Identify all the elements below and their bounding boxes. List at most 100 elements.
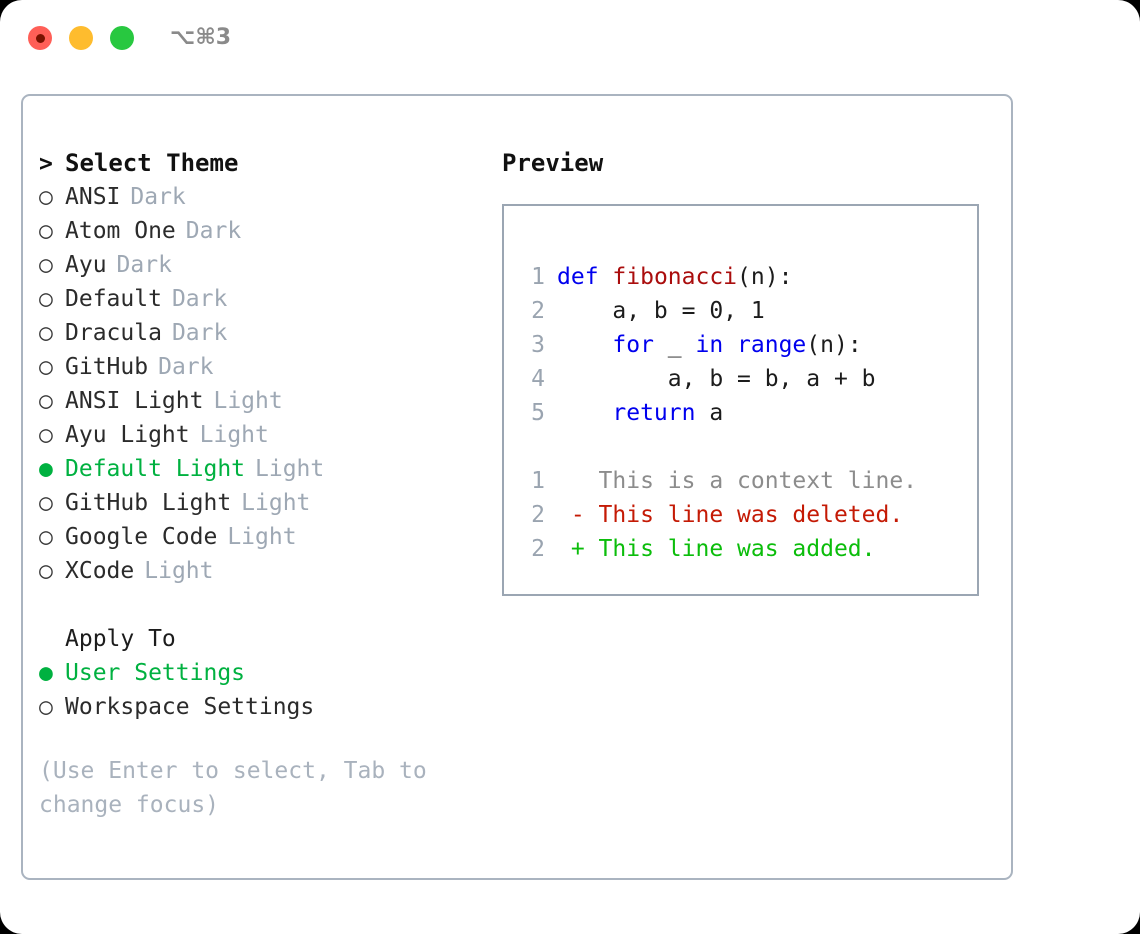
code-token: a, b = b, a + b — [557, 366, 876, 392]
theme-variant-tag: Light — [227, 524, 297, 550]
apply-to-label: User Settings — [65, 660, 246, 686]
theme-name: Dracula — [65, 320, 162, 346]
apply-to-list: ● User Settings ○ Workspace Settings — [39, 656, 487, 724]
theme-variant-tag: Light — [255, 456, 325, 482]
code-token: a — [695, 400, 724, 426]
theme-variant-tag: Dark — [171, 320, 228, 346]
code-token — [723, 332, 737, 358]
maximize-button[interactable] — [110, 26, 134, 50]
radio-unselected-icon: ○ — [39, 354, 53, 380]
code-line: 3 for _ in range(n): — [519, 328, 969, 362]
apply-to-item[interactable]: ● User Settings — [39, 656, 487, 690]
theme-picker-title: Select Theme — [65, 149, 239, 177]
code-token: for — [612, 332, 654, 358]
code-line-number: 5 — [531, 400, 545, 426]
code-line: 4 a, b = b, a + b — [519, 362, 969, 396]
theme-variant-tag: Light — [213, 388, 283, 414]
apply-to-label: Workspace Settings — [65, 694, 315, 720]
radio-unselected-icon: ○ — [39, 184, 53, 210]
code-line-text: def fibonacci(n): — [557, 260, 792, 294]
code-token: return — [612, 400, 696, 426]
hint-spacer — [39, 724, 487, 754]
radio-selected-icon: ● — [39, 660, 53, 686]
code-token — [557, 400, 612, 426]
diff-spacer — [519, 430, 969, 464]
theme-name: Default — [65, 286, 162, 312]
theme-picker-header: > Select Theme — [39, 146, 487, 180]
diff-line-text: + This line was added. — [557, 536, 876, 562]
radio-unselected-icon: ○ — [39, 388, 53, 414]
diff-line-text: - This line was deleted. — [557, 502, 904, 528]
code-token — [599, 264, 613, 290]
code-line: 2 a, b = 0, 1 — [519, 294, 969, 328]
minimize-button[interactable] — [69, 26, 93, 50]
list-spacer — [39, 588, 487, 622]
theme-variant-tag: Light — [144, 558, 214, 584]
radio-unselected-icon: ○ — [39, 286, 53, 312]
apply-to-title: Apply To — [65, 626, 176, 652]
radio-unselected-icon: ○ — [39, 218, 53, 244]
code-line: 1 def fibonacci(n): — [519, 260, 969, 294]
code-line-text: for _ in range(n): — [557, 328, 862, 362]
close-button[interactable] — [28, 26, 52, 50]
theme-variant-tag: Dark — [185, 218, 242, 244]
code-line-number: 4 — [531, 366, 545, 392]
diff-line: 2 - This line was deleted. — [519, 498, 969, 532]
diff-line: 1 This is a context line. — [519, 464, 969, 498]
code-line-text: a, b = b, a + b — [557, 362, 876, 396]
radio-unselected-icon: ○ — [39, 490, 53, 516]
theme-list-item[interactable]: ○ Atom One Dark — [39, 214, 487, 248]
close-icon — [35, 33, 45, 43]
code-token: _ — [653, 332, 696, 358]
diff-line-text: This is a context line. — [557, 468, 918, 494]
diff-line: 2 + This line was added. — [519, 532, 969, 566]
theme-list-item[interactable]: ○ Default Dark — [39, 282, 487, 316]
theme-variant-tag: Dark — [130, 184, 186, 210]
code-token — [557, 332, 612, 358]
code-token: def — [557, 264, 599, 290]
code-token: (n): — [737, 264, 793, 290]
code-line-number: 2 — [531, 298, 545, 324]
code-token: a, b = 0, 1 — [557, 298, 765, 324]
radio-unselected-icon: ○ — [39, 524, 53, 550]
theme-name: ANSI — [65, 184, 121, 210]
theme-list-item[interactable]: ○ ANSI Dark — [39, 180, 487, 214]
diff-line-number: 1 — [531, 468, 545, 494]
theme-name: Ayu Light — [65, 422, 190, 448]
theme-name: Atom One — [65, 218, 176, 244]
radio-selected-icon: ● — [39, 456, 53, 482]
theme-list-item[interactable]: ○ ANSI Light Light — [39, 384, 487, 418]
theme-name: GitHub — [65, 354, 149, 380]
code-line-number: 1 — [531, 264, 545, 290]
code-line-text: return a — [557, 396, 723, 430]
radio-unselected-icon: ○ — [39, 694, 53, 720]
theme-variant-tag: Light — [241, 490, 311, 516]
diff-sample: 1 This is a context line.2 - This line w… — [519, 464, 969, 566]
title-bar: ⌥⌘3 — [0, 0, 1140, 76]
apply-to-item[interactable]: ○ Workspace Settings — [39, 690, 487, 724]
theme-name: ANSI Light — [65, 388, 204, 414]
code-token: (n): — [806, 332, 862, 358]
theme-variant-tag: Dark — [171, 286, 228, 312]
code-token: in — [695, 332, 724, 358]
radio-unselected-icon: ○ — [39, 558, 53, 584]
diff-line-number: 2 — [531, 536, 545, 562]
code-line-number: 3 — [531, 332, 545, 358]
theme-name: Ayu — [65, 252, 107, 278]
